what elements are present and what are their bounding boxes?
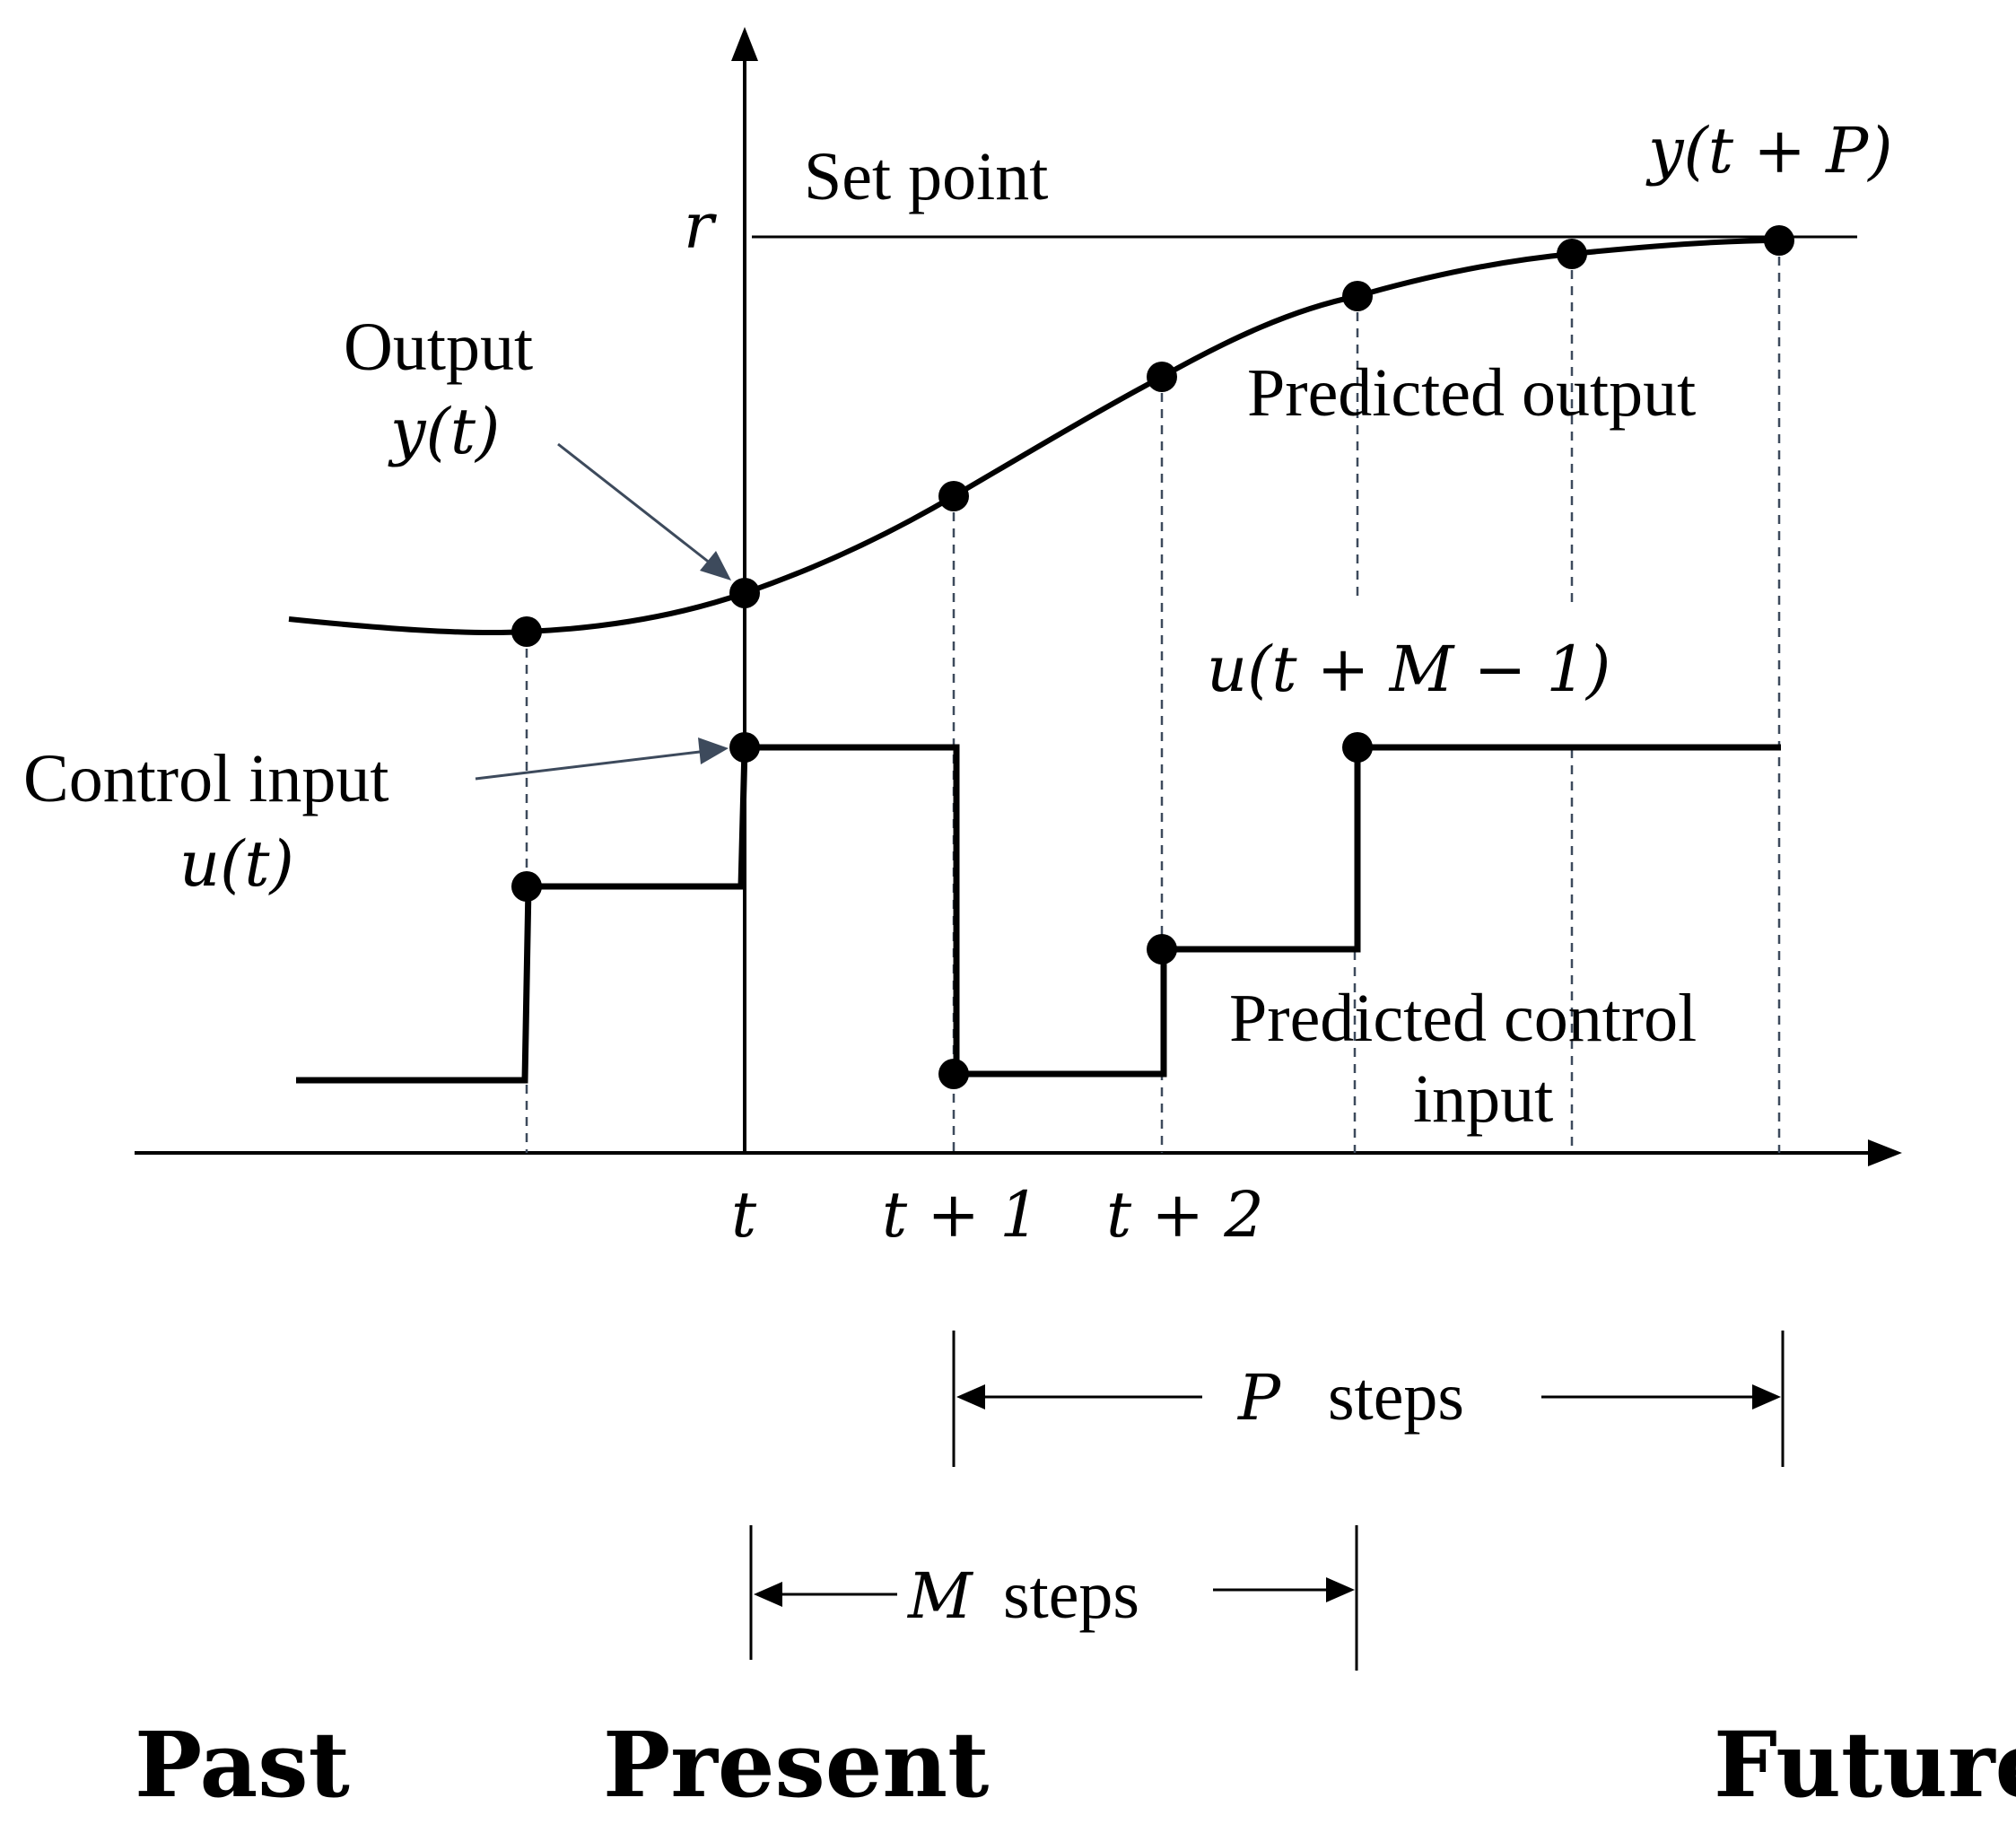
m-steps-label: steps [1003,1558,1139,1633]
output-point [1557,239,1587,269]
future-label: Future [1714,1712,2016,1818]
control-point [511,871,542,902]
output-point [938,481,969,511]
control-point-current [729,732,760,763]
control-input-label: Control input [23,741,388,816]
output-point [1342,281,1373,311]
output-curve [288,238,1780,636]
control-point [1342,732,1373,763]
r-label: r [684,189,717,263]
predicted-control-label-line1: Predicted control [1229,981,1697,1056]
output-point-final [1764,225,1794,256]
tick-label-t-plus-2: t + 2 [1106,1178,1264,1252]
p-steps-right-arrowhead [1752,1384,1781,1409]
p-steps-left-arrowhead [956,1384,985,1409]
y-axis-arrowhead [731,27,758,61]
tick-label-t-plus-1: t + 1 [882,1178,1040,1252]
y-t-label: y(t) [388,395,500,468]
set-point-label: Set point [804,139,1048,214]
predicted-control-label-line2: input [1413,1061,1553,1137]
control-arrow [475,750,701,781]
output-points [511,225,1794,647]
x-axis-arrowhead [1868,1139,1902,1166]
p-steps-label: steps [1328,1359,1464,1435]
output-arrowhead [700,551,731,580]
output-point [1147,362,1177,392]
p-variable: P [1236,1361,1282,1435]
u-t-plus-m-minus-1-label: u(t + M − 1) [1207,633,1610,706]
control-point [938,1059,969,1089]
y-t-plus-p-label: y(t + P) [1645,114,1893,188]
m-steps-right-arrowhead [1326,1577,1355,1602]
past-label: Past [135,1712,350,1818]
output-point-current [729,578,760,608]
control-points [511,732,1373,1089]
control-input-steps [296,744,1781,1084]
output-label: Output [344,310,533,385]
present-label: Present [603,1712,989,1818]
output-point [511,616,542,647]
u-t-label: u(t) [179,827,294,901]
output-arrow [557,442,711,565]
m-variable: M [906,1559,974,1633]
predicted-output-label: Predicted output [1247,355,1696,431]
m-steps-left-arrowhead [754,1582,782,1607]
tick-label-t: t [731,1178,757,1252]
control-arrowhead [698,737,729,764]
control-point [1147,934,1177,964]
